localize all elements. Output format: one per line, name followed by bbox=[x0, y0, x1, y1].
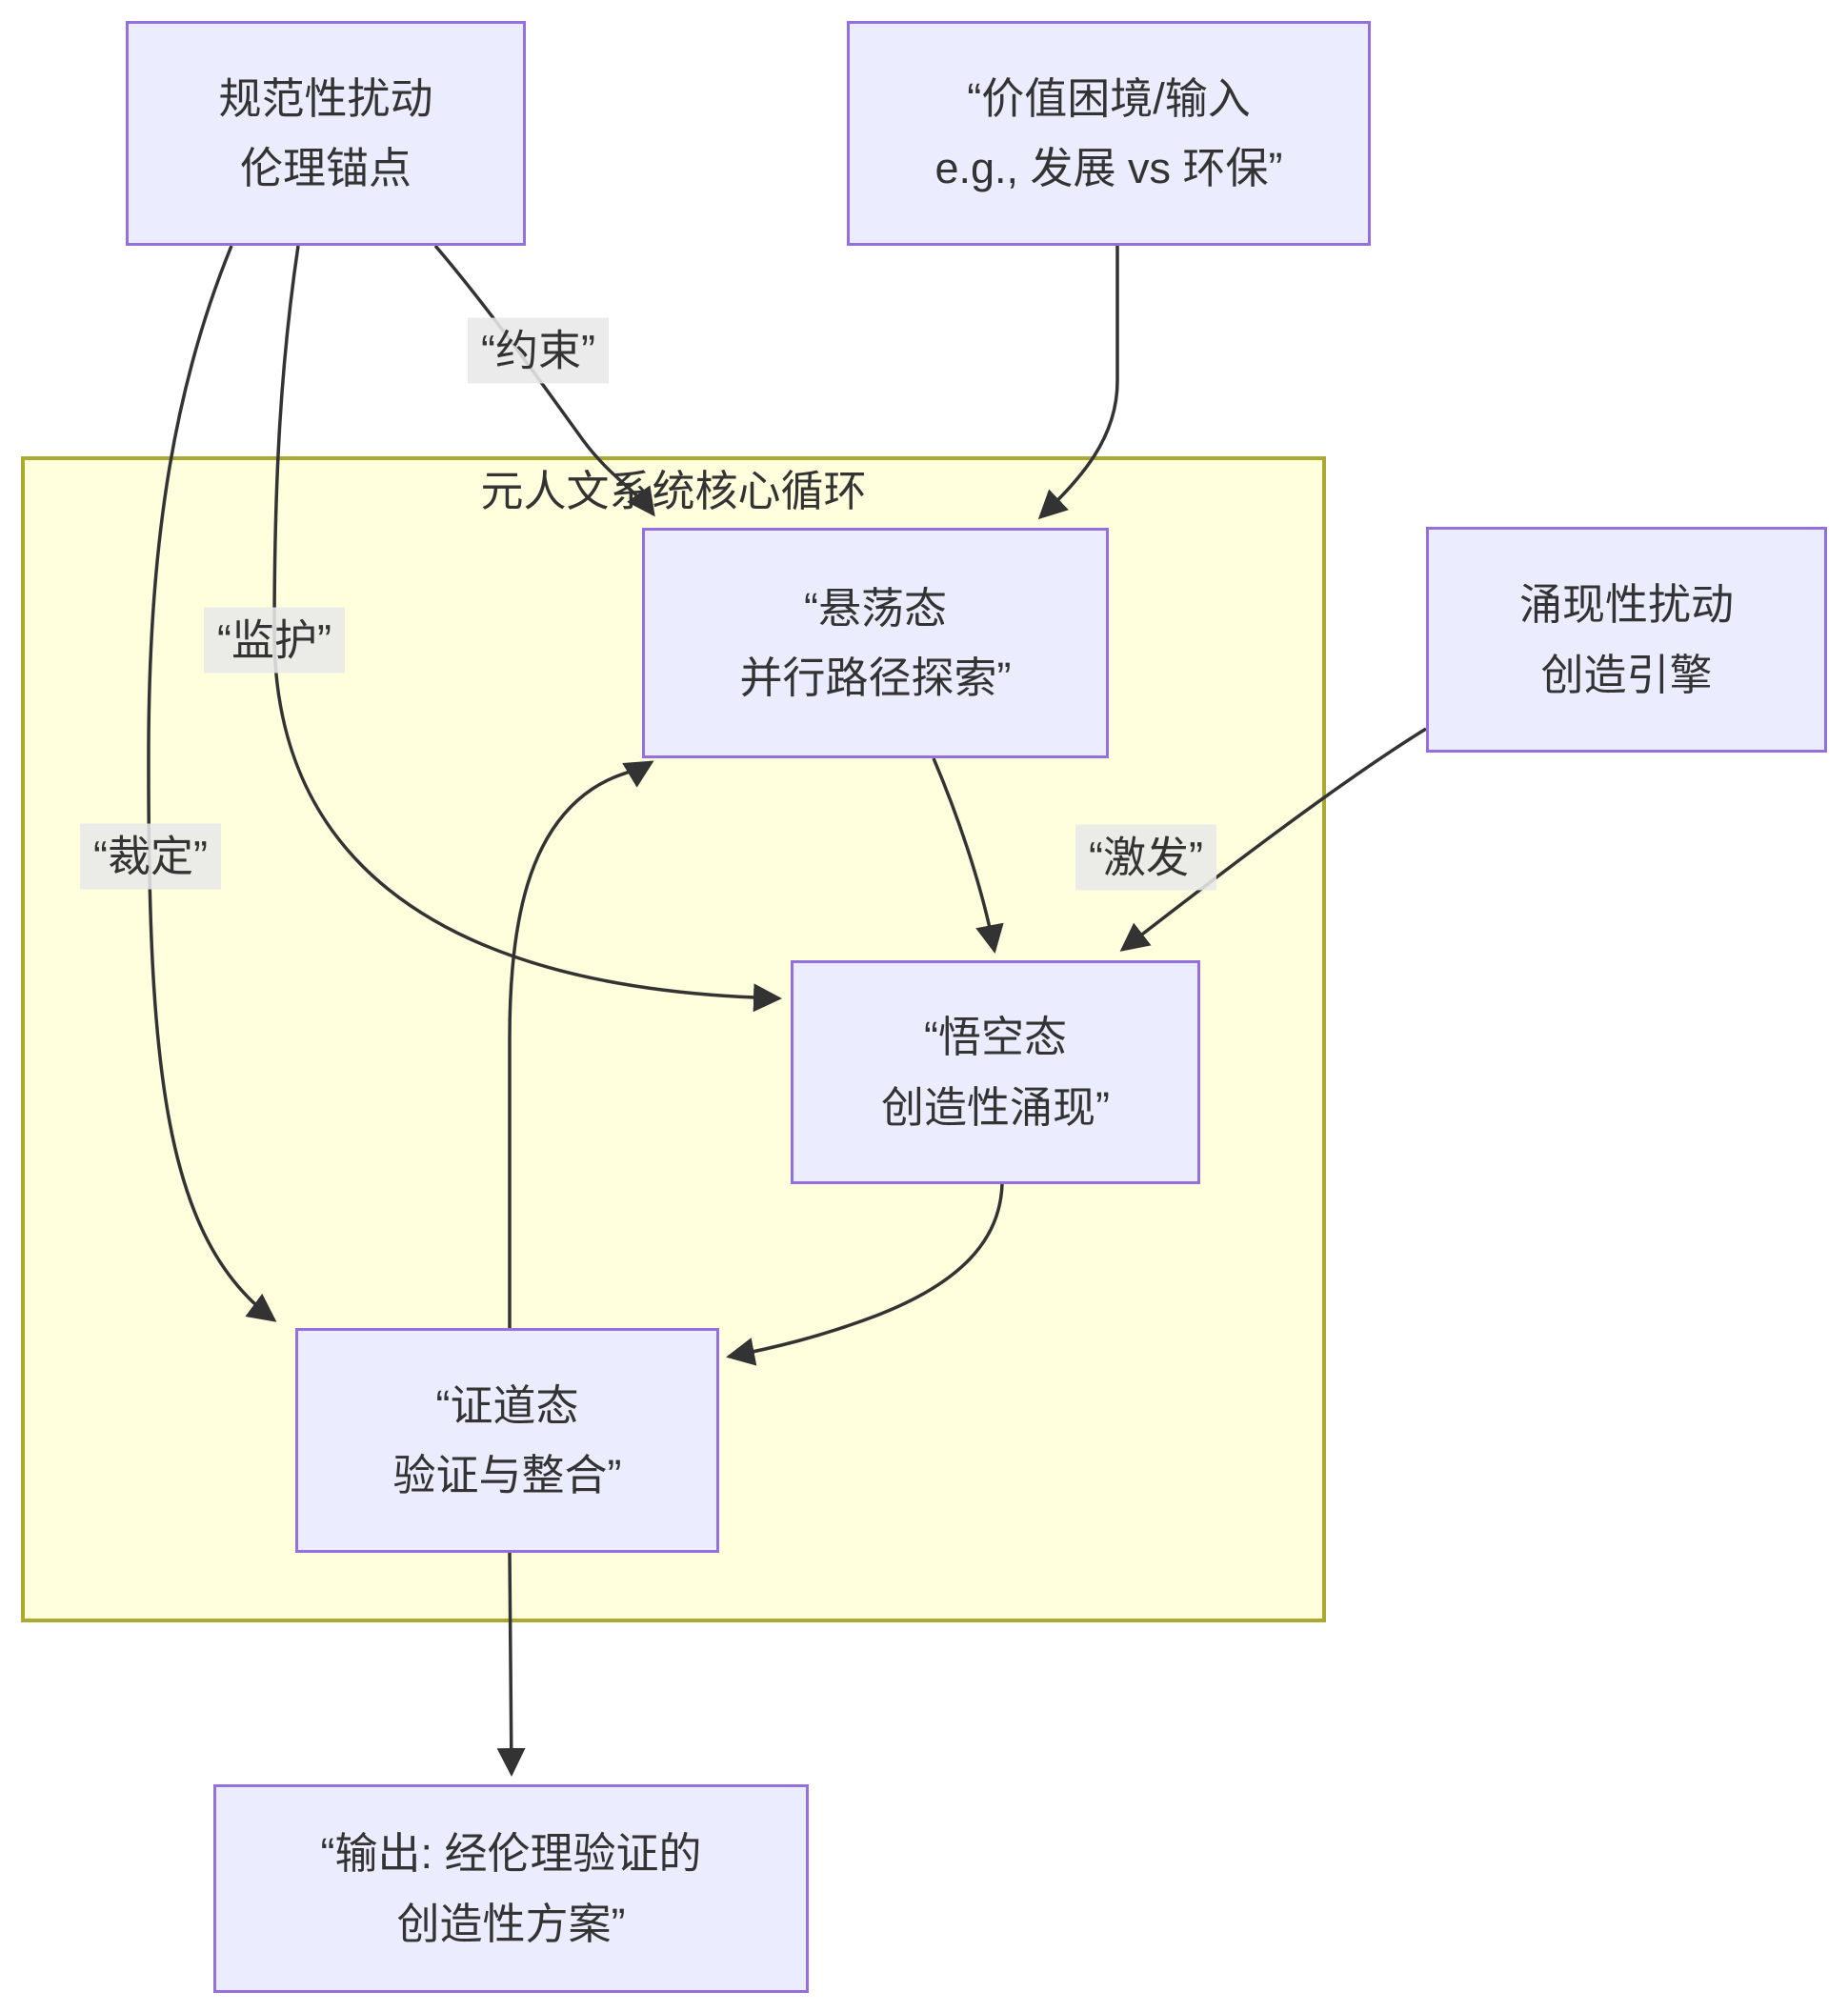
node-text-line: e.g., 发展 vs 环保” bbox=[934, 144, 1283, 192]
node-output-ethically-verified-creative-solution: “输出: 经伦理验证的 创造性方案” bbox=[213, 1784, 809, 1993]
node-text-line: 并行路径探索” bbox=[739, 654, 1012, 702]
node-text-line: 创造性方案” bbox=[396, 1899, 626, 1948]
node-zhengdao-state-verification-integration: “证道态 验证与整合” bbox=[295, 1328, 719, 1553]
edge-label-constraint: “约束” bbox=[468, 317, 609, 384]
node-text-line: “价值困境/输入 bbox=[967, 73, 1251, 123]
node-suspended-state-parallel-path-exploration: “悬荡态 并行路径探索” bbox=[642, 528, 1109, 758]
node-wukong-state-creative-emergence: “悟空态 创造性涌现” bbox=[791, 960, 1200, 1184]
edge-input-to-suspend bbox=[1037, 243, 1119, 520]
node-emergent-perturbation-creation-engine: 涌现性扰动 创造引擎 bbox=[1426, 527, 1827, 753]
node-text-line: “悬荡态 bbox=[804, 583, 947, 633]
edge-zhengdao-to-output bbox=[496, 1552, 526, 1777]
edge-zhengdao-to-suspend bbox=[508, 760, 654, 1328]
edge-label-adjudicate: “裁定” bbox=[80, 823, 221, 890]
edge-ethic-to-suspend bbox=[433, 244, 655, 517]
node-normative-perturbation-ethical-anchor: 规范性扰动 伦理锚点 bbox=[126, 21, 526, 246]
node-text-line: 创造性涌现” bbox=[881, 1082, 1110, 1132]
node-text-line: “悟空态 bbox=[924, 1013, 1067, 1062]
node-text-line: 创造引擎 bbox=[1540, 650, 1713, 699]
node-text-line: 验证与整合” bbox=[392, 1451, 622, 1499]
cluster-title: 元人文系统核心循环 bbox=[480, 467, 867, 515]
node-text-line: “输出: 经伦理验证的 bbox=[320, 1829, 702, 1879]
edge-label-guardian: “监护” bbox=[204, 607, 345, 674]
edge-ethic-to-wukong bbox=[272, 245, 782, 1013]
node-text-line: “证道态 bbox=[435, 1380, 579, 1430]
node-value-dilemma-input: “价值困境/输入 e.g., 发展 vs 环保” bbox=[847, 21, 1371, 246]
edge-engine-to-wukong bbox=[1119, 727, 1427, 952]
node-text-line: 规范性扰动 bbox=[218, 73, 433, 123]
edge-ethic-to-zhengdao bbox=[147, 245, 277, 1322]
edge-suspend-to-wukong bbox=[932, 757, 1004, 954]
node-text-line: 伦理锚点 bbox=[239, 144, 412, 192]
edge-wukong-to-zhengdao bbox=[726, 1183, 1004, 1366]
edge-label-stimulate: “激发” bbox=[1075, 824, 1216, 891]
node-text-line: 涌现性扰动 bbox=[1518, 580, 1734, 630]
